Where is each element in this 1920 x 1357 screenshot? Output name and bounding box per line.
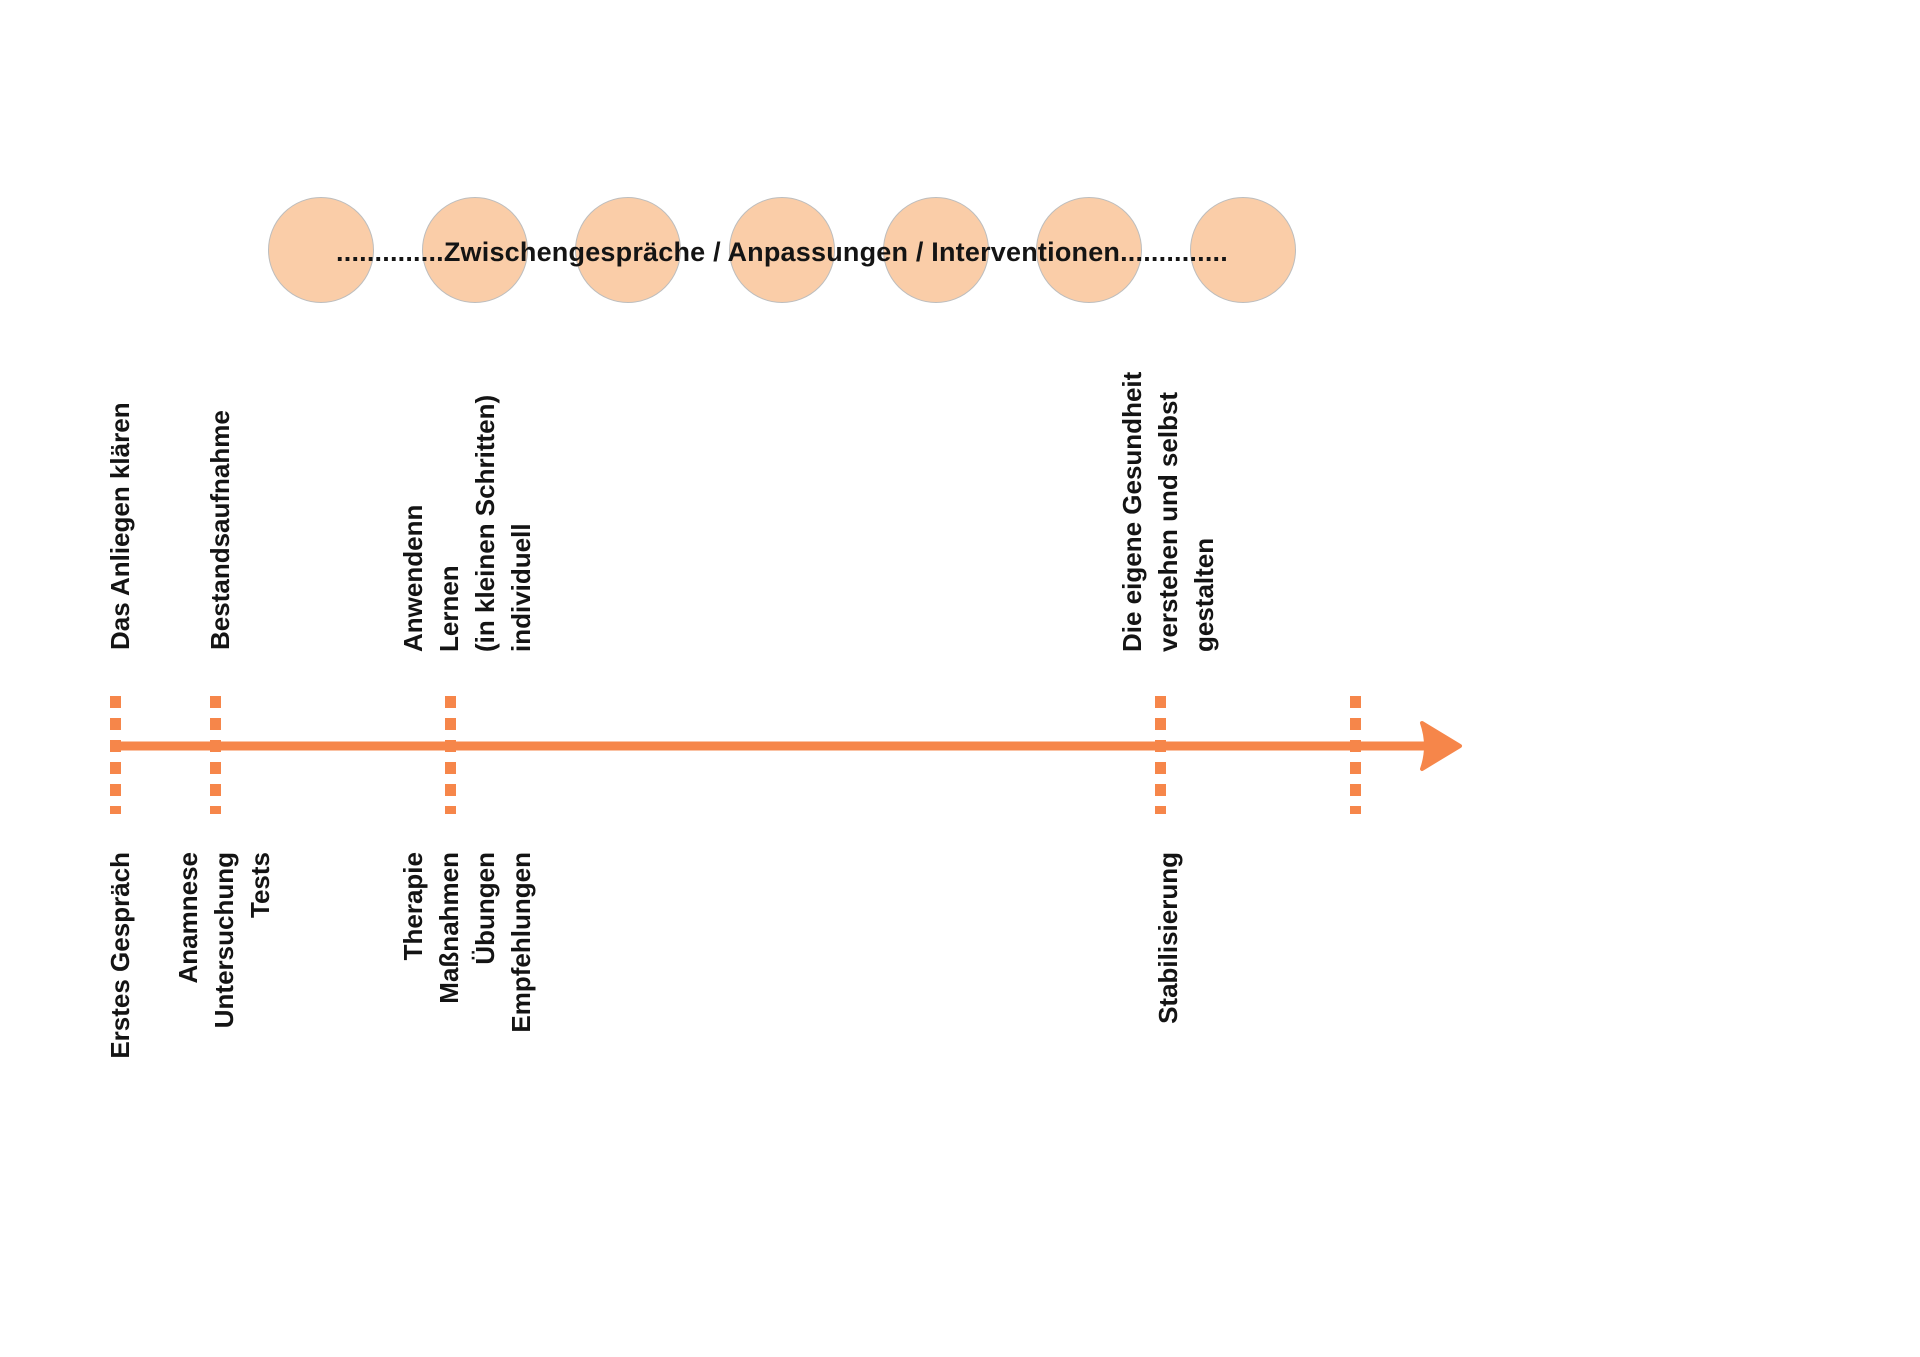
timeline-tick bbox=[1155, 696, 1166, 814]
circles-row bbox=[268, 196, 1296, 304]
timeline-tick bbox=[210, 696, 221, 814]
bottom-label-therapie-text: Therapie Maßnahmen Übungen Empfehlungen bbox=[398, 852, 536, 1033]
timeline-tick bbox=[110, 696, 121, 814]
circle-marker bbox=[1189, 197, 1296, 303]
bottom-label-anamnese-text: Anamnese Untersuchung Tests bbox=[173, 852, 275, 1029]
bottom-label-stabilisierung-text: Stabilisierung bbox=[1153, 852, 1183, 1024]
circle-marker bbox=[1036, 197, 1143, 303]
interval-caption: ..............Zwischengespräche / Anpass… bbox=[336, 237, 1228, 267]
bottom-label-anamnese: Anamnese Untersuchung Tests bbox=[170, 852, 400, 1190]
arrowhead-icon bbox=[1420, 721, 1462, 771]
timeline-tick bbox=[1350, 696, 1361, 814]
bottom-label-erstes-gespraech-text: Erstes Gespräch bbox=[105, 852, 135, 1059]
top-label-anliegen-text: Das Anliegen klären bbox=[105, 402, 135, 650]
circle-marker bbox=[882, 197, 989, 303]
timeline-arrow bbox=[110, 721, 1462, 771]
circle-marker bbox=[728, 197, 835, 303]
bottom-label-therapie: Therapie Maßnahmen Übungen Empfehlungen bbox=[395, 852, 625, 1226]
circle-marker bbox=[268, 197, 374, 303]
top-label-anwenden-text: Anwendenn Lernen (in kleinen Schritten) … bbox=[398, 394, 536, 652]
timeline-tick bbox=[445, 696, 456, 814]
bottom-label-stabilisierung: Stabilisierung bbox=[1150, 852, 1380, 1118]
top-label-gesundheit-text: Die eigene Gesundheit verstehen und selb… bbox=[1117, 371, 1219, 652]
top-label-bestandsaufnahme-text: Bestandsaufnahme bbox=[205, 410, 235, 650]
circle-marker bbox=[575, 197, 682, 303]
circle-marker bbox=[421, 197, 528, 303]
